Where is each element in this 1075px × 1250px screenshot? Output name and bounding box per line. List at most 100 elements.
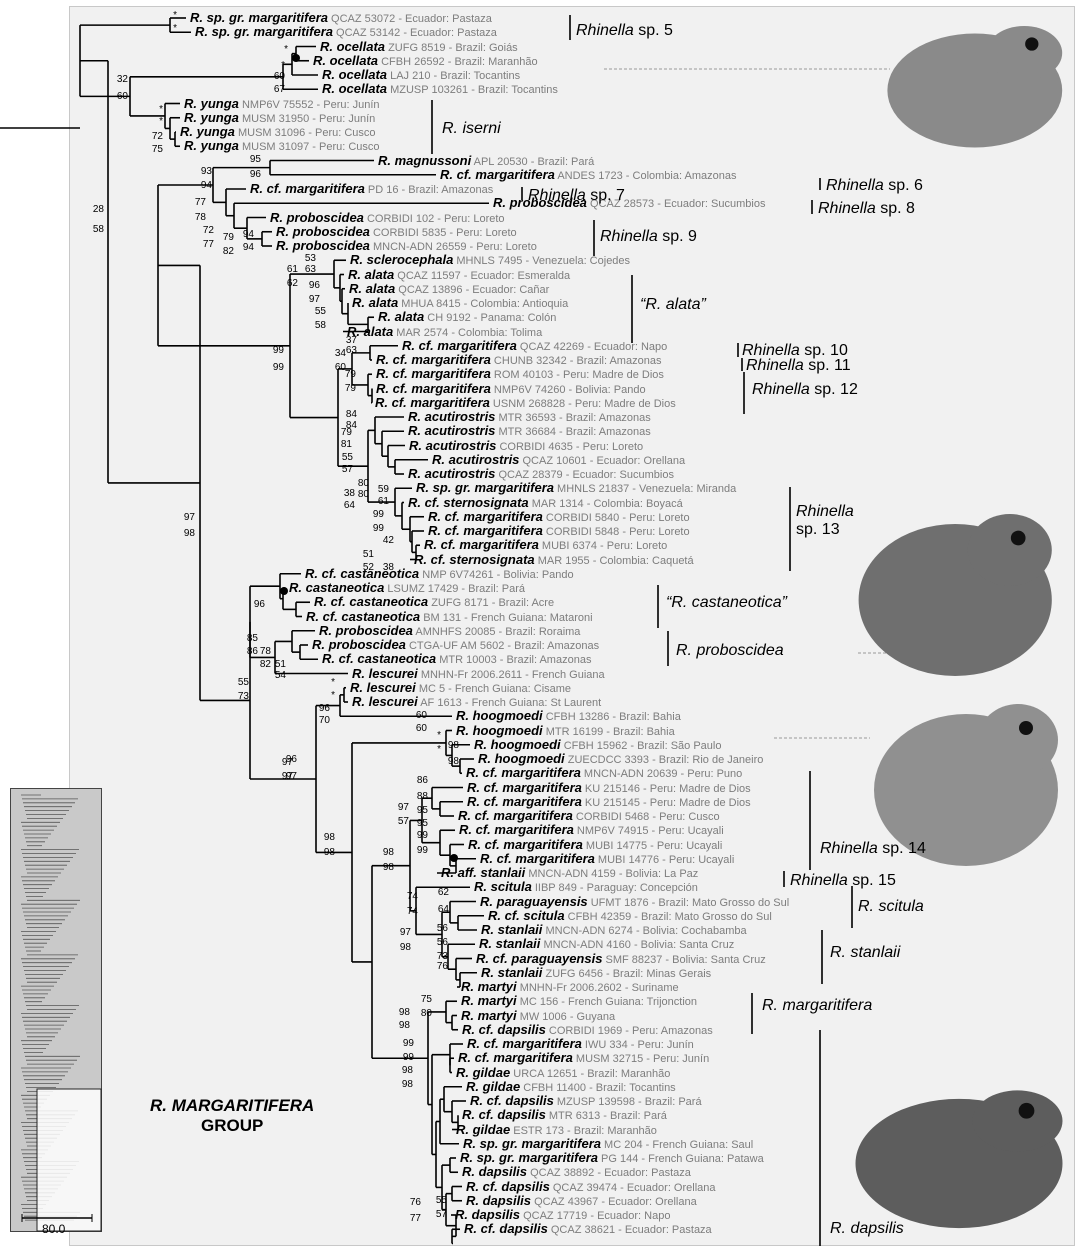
voucher-locality: QCAZ 13896 - Ecuador: Cañar: [395, 284, 549, 296]
voucher-locality: MTR 36593 - Brazil: Amazonas: [495, 412, 650, 424]
taxon-name: R. cf. margaritifera: [459, 822, 574, 837]
tip-label: R. yunga MUSM 31097 - Peru: Cusco: [184, 139, 380, 154]
support-value: *: [315, 691, 335, 701]
voucher-locality: USNM 268828 - Peru: Madre de Dios: [490, 398, 676, 410]
support-value: 51: [354, 550, 374, 560]
support-value: 98: [393, 1080, 413, 1090]
support-value: 97: [391, 928, 411, 938]
scale-label: 80.0: [42, 1222, 65, 1236]
clade-label: R. proboscidea: [676, 642, 784, 660]
clade-label: Rhinella sp. 14: [820, 840, 926, 858]
voucher-locality: AF 1613 - French Guiana: St Laurent: [418, 697, 601, 709]
voucher-locality: MUSM 31096 - Peru: Cusco: [235, 127, 376, 139]
taxon-name: R. lescurei: [352, 666, 418, 681]
voucher-locality: IWU 334 - Peru: Junín: [582, 1039, 694, 1051]
voucher-locality: NMP6V 74260 - Bolivia: Pando: [491, 384, 646, 396]
tip-label: R. cf. margaritifera ANDES 1723 - Colomb…: [440, 168, 736, 183]
voucher-locality: CFBH 15962 - Brazil: São Paulo: [561, 740, 722, 752]
voucher-locality: QCAZ 39474 - Ecuador: Orellana: [550, 1182, 716, 1194]
frog-photo-dapsilis: [856, 1090, 1063, 1228]
support-value: 94: [234, 243, 254, 253]
voucher-locality: MUSM 31950 - Peru: Junín: [239, 113, 375, 125]
voucher-locality: CTGA-UF AM 5602 - Brazil: Amazonas: [406, 640, 599, 652]
tip-label: R. cf. margaritifera PD 16 - Brazil: Ama…: [250, 182, 493, 197]
voucher-locality: QCAZ 42269 - Ecuador: Napo: [517, 341, 667, 353]
taxon-name: R. paraguayensis: [480, 894, 588, 909]
taxon-name: R. cf. sternosignata: [414, 552, 535, 567]
voucher-locality: MNHN-Fr 2006.2611 - French Guiana: [418, 669, 605, 681]
taxon-name: R. proboscidea: [276, 224, 370, 239]
clade-label: Rhinella sp. 15: [790, 872, 896, 890]
voucher-locality: MAR 2574 - Colombia: Tolima: [393, 327, 542, 339]
support-value: 98: [439, 741, 459, 751]
support-value: 72: [143, 132, 163, 142]
taxon-name: R. gildae: [456, 1065, 510, 1080]
support-value: 56: [428, 938, 448, 948]
taxon-name: R. cf. margaritifera: [440, 167, 555, 182]
frog-photo-sp13: [859, 514, 1052, 676]
voucher-locality: PG 144 - French Guiana: Patawa: [598, 1153, 764, 1165]
voucher-locality: QCAZ 28379 - Ecuador: Sucumbios: [495, 469, 674, 481]
voucher-locality: QCAZ 11597 - Ecuador: Esmeralda: [394, 270, 570, 282]
clade-label: Rhinella sp. 6: [826, 177, 923, 195]
taxon-name: R. cf. castaneotica: [306, 609, 420, 624]
voucher-locality: CFBH 26592 - Brazil: Maranhão: [378, 56, 538, 68]
taxon-name: R. ocellata: [322, 81, 387, 96]
voucher-locality: APL 20530 - Brazil: Pará: [471, 156, 594, 168]
support-value: 54: [266, 671, 286, 681]
taxon-name: R. ocellata: [313, 53, 378, 68]
support-value: 79: [332, 428, 352, 438]
support-value: 34: [326, 349, 346, 359]
voucher-locality: MNCN-ADN 6274 - Bolivia: Cochabamba: [542, 925, 746, 937]
voucher-locality: ESTR 173 - Brazil: Maranhão: [510, 1125, 657, 1137]
voucher-locality: CORBIDI 4635 - Peru: Loreto: [496, 441, 643, 453]
taxon-name: R. cf. margaritifera: [466, 765, 581, 780]
support-value: 55: [427, 1196, 447, 1206]
support-value: 97: [277, 772, 297, 782]
taxon-name: R. cf. dapsilis: [462, 1107, 546, 1122]
taxon-name: R. cf. margaritifera: [480, 851, 595, 866]
voucher-locality: LAJ 210 - Brazil: Tocantins: [387, 70, 520, 82]
voucher-locality: MNCN-ADN 4159 - Bolivia: La Paz: [525, 868, 698, 880]
clade-label: Rhinella sp. 11: [746, 357, 851, 375]
support-value: 96: [310, 704, 330, 714]
support-value: 63: [296, 265, 316, 275]
taxon-name: R. yunga: [184, 96, 239, 111]
support-value: 64: [429, 905, 449, 915]
support-value: 62: [429, 888, 449, 898]
voucher-locality: QCAZ 17719 - Ecuador: Napo: [520, 1210, 670, 1222]
support-value: 80: [412, 1009, 432, 1019]
support-value: 96: [241, 170, 261, 180]
taxon-name: R. sp. gr. margaritifera: [460, 1150, 598, 1165]
taxon-name: R. martyi: [461, 993, 517, 1008]
clade-label: Rhinellasp. 13: [796, 503, 854, 539]
taxon-name: R. proboscidea: [312, 637, 406, 652]
taxon-name: R. cf. margaritifera: [467, 780, 582, 795]
clade-label: Rhinella sp. 7: [528, 187, 625, 205]
support-value: 58: [306, 321, 326, 331]
support-value: 60: [407, 711, 427, 721]
voucher-locality: ZUFG 8171 - Brazil: Acre: [428, 597, 554, 609]
support-value: 56: [428, 924, 448, 934]
support-value: 57: [389, 817, 409, 827]
taxon-name: R. cf. dapsilis: [466, 1179, 550, 1194]
support-value: 98: [439, 757, 459, 767]
voucher-locality: KU 215145 - Peru: Madre de Dios: [582, 797, 751, 809]
voucher-locality: NMP6V 74915 - Peru: Ucayali: [574, 825, 724, 837]
taxon-name: R. cf. scitula: [488, 908, 565, 923]
group-label-line1: R. MARGARITIFERA: [150, 1096, 314, 1116]
support-value: *: [421, 745, 441, 755]
voucher-locality: ANDES 1723 - Colombia: Amazonas: [555, 170, 737, 182]
voucher-locality: BM 131 - French Guiana: Mataroni: [420, 612, 592, 624]
taxon-name: R. cf. margaritifera: [468, 837, 583, 852]
support-value: 98: [315, 833, 335, 843]
taxon-name: R. cf. margaritifera: [424, 537, 539, 552]
tip-label: R. ocellata MZUSP 103261 - Brazil: Tocan…: [322, 82, 558, 97]
support-value: 95: [241, 155, 261, 165]
taxon-name: R. yunga: [184, 138, 239, 153]
voucher-locality: CORBIDI 5468 - Peru: Cusco: [573, 811, 720, 823]
voucher-locality: URCA 12651 - Brazil: Maranhão: [510, 1068, 670, 1080]
voucher-locality: MTR 16199 - Brazil: Bahia: [543, 726, 675, 738]
support-value: 78: [251, 647, 271, 657]
support-value: *: [143, 117, 163, 127]
